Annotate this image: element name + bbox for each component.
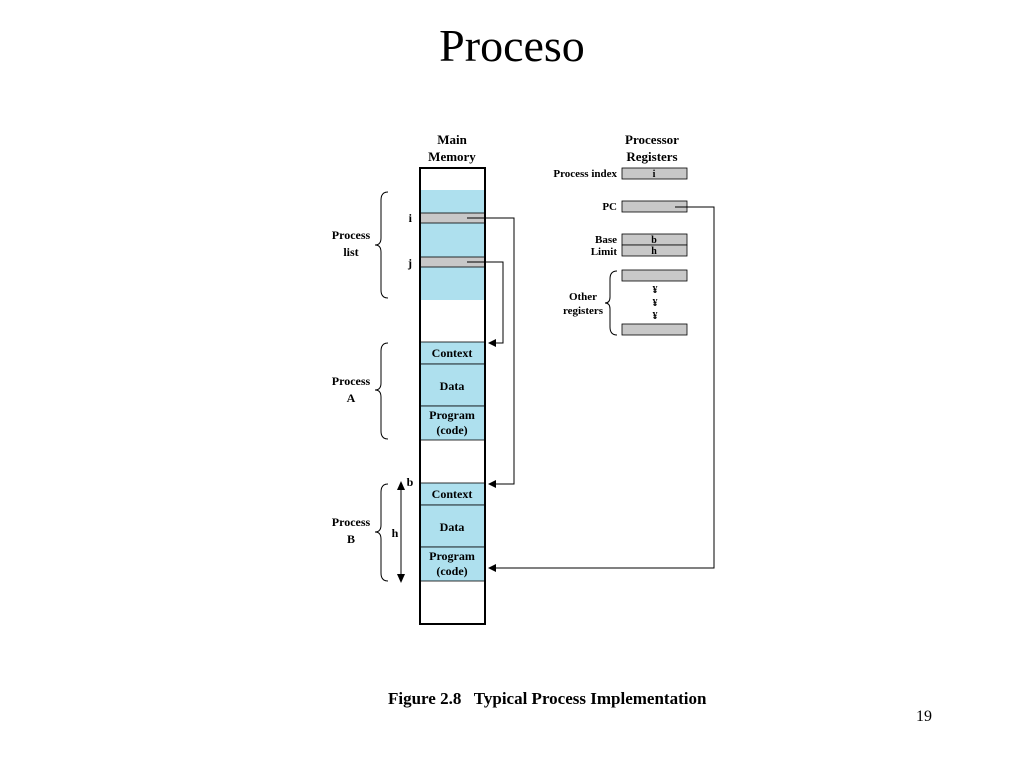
process-b-context-label: Context xyxy=(432,487,473,501)
process-a-brace xyxy=(374,342,389,440)
main-memory-column xyxy=(419,167,486,625)
process-b-brace xyxy=(374,483,389,582)
base-value: b xyxy=(651,235,657,246)
figure-caption: Figure 2.8 Typical Process Implementatio… xyxy=(388,689,707,708)
other-registers-brace xyxy=(604,270,618,336)
row-j-label: j xyxy=(407,256,412,270)
label-h: h xyxy=(392,526,399,540)
processor-registers-header-line2: Registers xyxy=(626,149,677,164)
other-registers-ellipsis-1: ¥ xyxy=(653,285,658,296)
process-list-label-line2: list xyxy=(343,245,358,259)
process-b-span-arrowhead-bottom xyxy=(397,574,405,583)
process-index-value: i xyxy=(653,169,656,180)
main-memory-outline xyxy=(419,167,486,625)
main-memory-header-line2: Memory xyxy=(428,149,476,164)
process-a-context-label: Context xyxy=(432,346,473,360)
base-label: Base xyxy=(595,234,617,246)
label-b: b xyxy=(407,475,414,489)
process-b-program-label-line2: (code) xyxy=(436,564,467,578)
other-registers-label-line1: Other xyxy=(569,291,597,303)
slide-title: Proceso xyxy=(439,20,585,71)
process-b-program-block xyxy=(419,546,486,582)
pc-to-process-b-program-arrow xyxy=(488,206,715,572)
page-number: 19 xyxy=(916,708,932,725)
other-registers-ellipsis-2: ¥ xyxy=(653,298,658,309)
process-b-data-label: Data xyxy=(440,520,465,534)
limit-value: h xyxy=(651,246,657,257)
other-registers-label-line2: registers xyxy=(563,305,604,317)
process-a-brace-label-line1: Process xyxy=(332,374,371,388)
other-register-top xyxy=(621,269,688,282)
other-register-bottom xyxy=(621,323,688,336)
process-b-data-block xyxy=(419,504,486,548)
process-index-label: Process index xyxy=(553,168,617,180)
process-list-region xyxy=(420,190,485,300)
pointer-i-to-process-b-arrow xyxy=(467,217,515,488)
limit-register xyxy=(621,244,688,257)
process-index-register xyxy=(621,167,688,180)
process-a-data-label: Data xyxy=(440,379,465,393)
process-b-brace-label-line2: B xyxy=(347,532,355,546)
process-b-span-arrowhead-top xyxy=(397,481,405,490)
pc-label: PC xyxy=(602,201,617,213)
process-a-program-label-line1: Program xyxy=(429,408,475,422)
process-list-brace xyxy=(374,191,389,299)
main-memory-header-line1: Main xyxy=(437,132,467,147)
row-i-label: i xyxy=(409,211,413,225)
process-a-program-label-line2: (code) xyxy=(436,423,467,437)
process-b-program-label-line1: Program xyxy=(429,549,475,563)
process-a-data-block xyxy=(419,363,486,407)
limit-label: Limit xyxy=(591,246,618,258)
process-list-label-line1: Process xyxy=(332,228,371,242)
other-registers-ellipsis-3: ¥ xyxy=(653,311,658,322)
process-a-brace-label-line2: A xyxy=(347,391,356,405)
pointer-j-to-process-a-arrow xyxy=(467,261,504,347)
process-b-brace-label-line1: Process xyxy=(332,515,371,529)
processor-registers-header-line1: Processor xyxy=(625,132,679,147)
